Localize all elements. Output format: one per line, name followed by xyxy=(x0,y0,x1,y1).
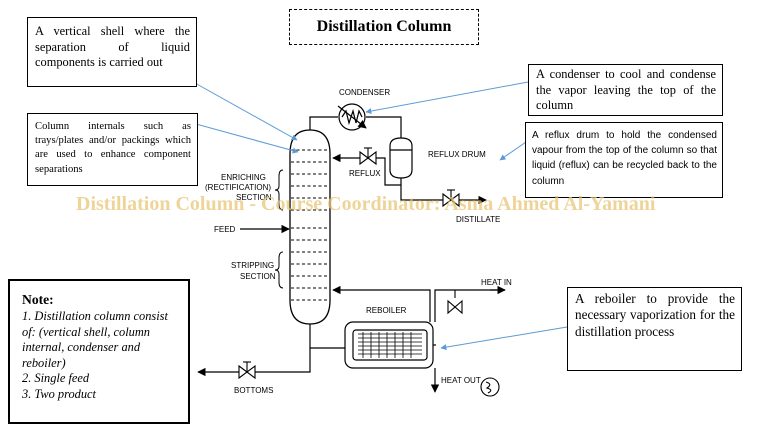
reflux-drum xyxy=(389,137,413,179)
label-stripping: STRIPPING xyxy=(231,261,274,270)
stripping-brace xyxy=(274,251,284,289)
description-vertical-shell: A vertical shell where the separation of… xyxy=(27,17,197,87)
leader-internals xyxy=(195,123,299,154)
heat-in-line xyxy=(434,285,506,322)
leader-reboiler xyxy=(440,326,568,351)
condenser xyxy=(337,103,367,131)
note-item-2: 2. Single feed xyxy=(22,371,90,385)
label-heat-in: HEAT IN xyxy=(481,278,512,287)
note-item-3: 3. Two product xyxy=(22,386,97,401)
steam-trap xyxy=(480,377,500,397)
label-enriching-section: SECTION xyxy=(236,193,272,202)
reboiler-liquid-feed xyxy=(309,324,345,349)
column-trays xyxy=(291,149,329,301)
diagram-title: Distillation Column xyxy=(289,9,479,45)
description-reboiler: A reboiler to provide the necessary vapo… xyxy=(567,287,742,371)
label-distillate: DISTILLATE xyxy=(456,215,500,224)
label-reflux: REFLUX xyxy=(349,169,381,178)
distillate-line xyxy=(400,185,487,205)
reflux-line xyxy=(332,153,402,186)
description-column-internals: Column internals such as trays/plates an… xyxy=(27,113,198,186)
reboiler-vapor-return xyxy=(332,285,431,322)
bottoms-valve xyxy=(238,361,256,380)
note-title: Note: xyxy=(22,292,54,307)
label-reflux-drum: REFLUX DRUM xyxy=(428,150,486,159)
heat-in-valve xyxy=(447,290,463,315)
overhead-vapor-line xyxy=(309,116,402,138)
note-box: Note: 1. Distillation column consist of:… xyxy=(8,279,190,424)
label-stripping-section: SECTION xyxy=(240,272,276,281)
leader-shell xyxy=(185,77,298,141)
leader-lines xyxy=(185,77,568,351)
label-reboiler: REBOILER xyxy=(366,306,407,315)
description-reflux-drum: A reflux drum to hold the condensed vapo… xyxy=(525,122,723,198)
note-item-1: 1. Distillation column consist of: (vert… xyxy=(22,309,168,370)
label-heat-out: HEAT OUT xyxy=(441,376,481,385)
description-condenser: A condenser to cool and condense the vap… xyxy=(528,64,723,116)
label-bottoms: BOTTOMS xyxy=(234,386,273,395)
distillate-valve xyxy=(442,189,460,208)
label-feed: FEED xyxy=(214,225,236,234)
reboiler-tube-bundle xyxy=(358,332,422,358)
leader-reflux-drum xyxy=(499,141,527,161)
bottoms-line xyxy=(197,348,311,377)
label-enriching: ENRICHING xyxy=(221,173,266,182)
label-condenser: CONDENSER xyxy=(339,88,390,97)
label-rectification: (RECTIFICATION) xyxy=(205,183,271,192)
leader-condenser xyxy=(365,81,529,114)
column-shell xyxy=(289,129,331,325)
reboiler xyxy=(344,321,436,369)
reflux-valve xyxy=(359,147,377,166)
enriching-brace xyxy=(274,169,284,211)
